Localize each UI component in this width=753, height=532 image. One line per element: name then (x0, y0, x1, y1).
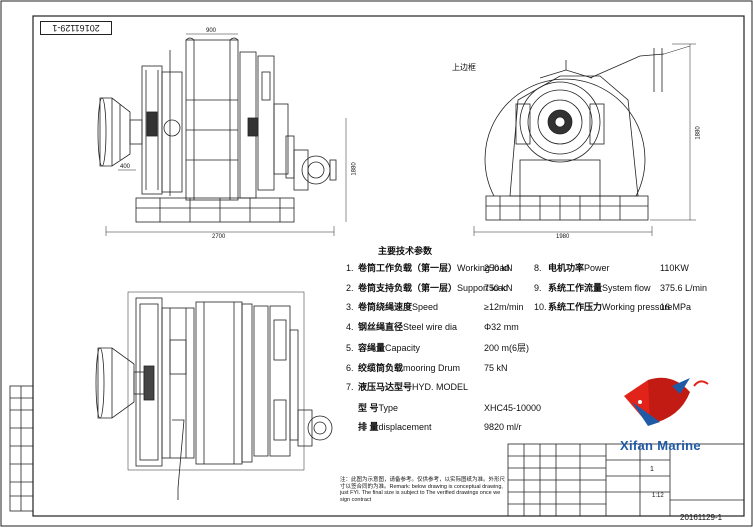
spec-label-cn: 卷筒支持负载（第一层） (358, 283, 458, 293)
title-block-ratio: 1:12 (652, 493, 664, 499)
spec-value: 375.6 L/min (660, 283, 708, 293)
base-frame (135, 197, 295, 223)
spec-number: 3. (346, 302, 354, 312)
spec-value: 75 kN (484, 363, 508, 373)
brake-lever (589, 53, 665, 79)
spec-label-cn: 卷筒绕绳速度 (358, 302, 413, 312)
spec-value: Φ32 mm (484, 322, 519, 332)
spec-row: 9. 系统工作流量System flow 375.6 L/min (534, 283, 707, 294)
hydraulic-motor (293, 149, 309, 191)
drawing-number-bottom: 20161129-1 (680, 513, 723, 522)
spec-row: 6. 绞缆筒负载mooring Drum 75 kN (346, 363, 508, 374)
spec-label-en: Capacity (385, 343, 421, 353)
plan-warping-head (97, 347, 135, 419)
spec-number: 6. (346, 363, 354, 373)
spec-value: ≥12m/min (484, 302, 524, 312)
spec-label-en: displacement (378, 422, 432, 432)
title-block (507, 443, 745, 517)
spec-label-en: Power (584, 263, 610, 273)
dim-small: 400 (120, 164, 131, 170)
main-drum (185, 39, 239, 201)
spec-label-cn: 型 号 (358, 403, 379, 413)
spec-number: 4. (346, 322, 354, 332)
spec-number: 2. (346, 283, 354, 293)
spec-row: 型 号Type XHC45-10000 (346, 403, 541, 414)
drawing-number-label: 20161129-1 (40, 21, 112, 35)
spec-value: 110KW (660, 263, 689, 273)
plan-view (95, 291, 333, 500)
spec-row: 8. 电机功率Power 110KW (534, 263, 689, 274)
spec-label-en: Type (378, 403, 399, 413)
front-elevation-view (97, 33, 347, 236)
dim-bottom-width-left: 2700 (212, 234, 226, 240)
spec-number: 9. (534, 283, 542, 293)
spec-label-en: Working load (457, 263, 510, 273)
spec-label-cn: 液压马达型号 (358, 382, 413, 392)
side-base-frame (485, 195, 649, 221)
spec-title: 主要技术参数 (378, 246, 433, 256)
spec-row: 排 量displacement 9820 ml/r (346, 422, 522, 433)
spec-label-cn: 系统工作流量 (548, 283, 603, 293)
title-block-scale: 1 (650, 466, 654, 473)
spec-label-en: mooring Drum (403, 363, 461, 373)
spec-label-en: Speed (412, 302, 439, 312)
spec-label-cn: 系统工作压力 (548, 302, 603, 312)
dim-bottom-width-right: 1980 (556, 234, 570, 240)
spec-label-cn: 钢丝绳直径 (358, 322, 404, 332)
remark-note: 注：此图为示意图，请备参考。仅供参考，以实际图纸为准。外形尺寸以签合同的为准。R… (340, 477, 506, 503)
spec-value: 9820 ml/r (484, 422, 522, 432)
spec-label-en: Steel wire dia (403, 322, 458, 332)
spec-label-cn: 排 量 (358, 422, 379, 432)
dim-height-left: 1880 (351, 162, 358, 176)
spec-value: XHC45-10000 (484, 403, 542, 413)
spec-label-cn: 绞缆筒负载 (358, 363, 404, 373)
spec-value: 200 m(6层) (484, 343, 530, 353)
spec-number: 1. (346, 263, 354, 273)
spec-row: 4. 钢丝绳直径Steel wire dia Φ32 mm (346, 322, 519, 333)
inner-border (32, 15, 745, 517)
spec-row: 7. 液压马达型号HYD. MODEL (346, 382, 468, 393)
spec-label-cn: 容绳量 (358, 343, 386, 353)
side-view-label: 上边框 (452, 63, 476, 72)
spec-number: 8. (534, 263, 542, 273)
spec-label-en: HYD. MODEL (412, 382, 469, 392)
spec-value: 16 MPa (660, 302, 692, 312)
spec-value: 250 kN (484, 263, 513, 273)
spec-label-en: Support load (457, 283, 509, 293)
logo-text: Xifan Marine (620, 438, 701, 453)
spec-row: 5. 容绳量Capacity 200 m(6层) (346, 343, 529, 354)
dim-top-width: 900 (206, 28, 217, 34)
xifan-marine-logo-mark (624, 377, 709, 426)
spec-number: 5. (346, 343, 354, 353)
spec-label-cn: 电机功率 (548, 263, 585, 273)
revision-block (9, 385, 34, 512)
spec-row: 3. 卷筒绕绳速度Speed ≥12m/min (346, 302, 523, 313)
spec-number: 10. (534, 302, 547, 312)
spec-value: 750 kN (484, 283, 513, 293)
spec-label-cn: 卷筒工作负载（第一层） (358, 263, 458, 273)
plan-main-drum (195, 301, 243, 465)
side-elevation-view (473, 43, 696, 236)
drum-flange-outline (484, 78, 646, 197)
spec-label-en: Working pressure (602, 302, 673, 312)
spec-number: 7. (346, 382, 354, 392)
spec-label-en: System flow (602, 283, 651, 293)
dim-height-right: 1880 (695, 126, 702, 140)
